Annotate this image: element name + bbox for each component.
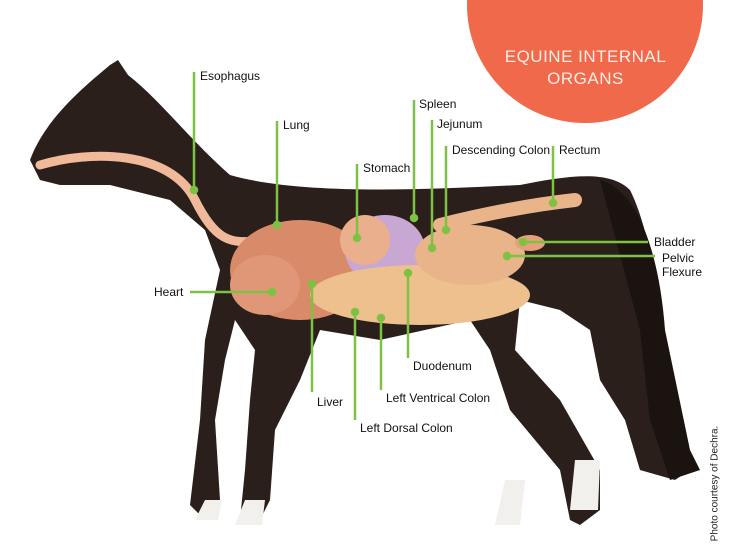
label-heart: Heart (154, 285, 184, 299)
organs (35, 151, 582, 325)
label-bladder: Bladder (654, 235, 696, 249)
label-duodenum: Duodenum (413, 359, 472, 373)
rectum-shape (433, 193, 582, 232)
label-left-ventrical-colon: Left Ventrical Colon (386, 391, 491, 405)
label-left-dorsal-colon: Left Dorsal Colon (360, 421, 453, 435)
diagram-title: EQUINE INTERNAL ORGANS (504, 47, 667, 88)
heart-shape (230, 255, 300, 315)
title-circle (467, 0, 703, 123)
jejunum-shape (415, 225, 525, 285)
hooves (195, 460, 600, 525)
label-jejunum: Jejunum (437, 117, 483, 131)
photo-credit: Photo courtesy of Dechra. (709, 425, 721, 542)
stomach-shape (340, 215, 390, 265)
label-descending-colon: Descending Colon (452, 143, 551, 157)
leader-lines (189, 72, 655, 420)
label-liver: Liver (317, 395, 344, 409)
label-rectum: Rectum (559, 143, 601, 157)
esophagus-shape (35, 151, 265, 247)
label-esophagus: Esophagus (200, 69, 261, 83)
label-pelvic-flexure: Pelvic Flexure (662, 251, 703, 279)
label-spleen: Spleen (419, 97, 457, 111)
label-stomach: Stomach (363, 161, 411, 175)
label-lung: Lung (283, 118, 310, 132)
